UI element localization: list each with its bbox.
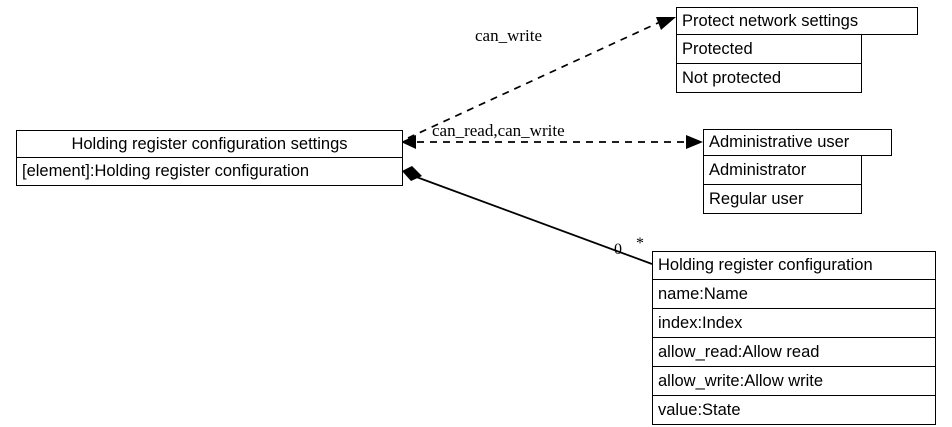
multiplicity-target: *	[636, 235, 644, 252]
edge-can-read-can-write	[401, 135, 703, 149]
class-title-administrative-user: Administrative user	[703, 129, 892, 156]
class-holding-register-configuration[interactable]: Holding register configuration name:Name…	[652, 251, 936, 425]
class-attribute-row: index:Index	[652, 309, 936, 338]
class-title-holding-register-configuration: Holding register configuration	[652, 251, 936, 280]
class-title-protect-network-settings: Protect network settings	[676, 7, 918, 35]
class-administrative-user[interactable]: Administrative user Administrator Regula…	[703, 129, 892, 214]
class-protect-network-settings[interactable]: Protect network settings Protected Not p…	[676, 7, 918, 93]
class-attribute-row: allow_write:Allow write	[652, 367, 936, 396]
edge-composition-line	[410, 174, 653, 265]
class-attribute-row: Protected	[676, 35, 862, 64]
composition-diamond-icon	[402, 166, 422, 181]
edge-can-read-can-write-source-arrowhead	[401, 135, 416, 149]
class-attribute-row: name:Name	[652, 280, 936, 309]
class-title-holding-register-configuration-settings: Holding register configuration settings	[16, 130, 403, 158]
class-holding-register-configuration-settings[interactable]: Holding register configuration settings …	[16, 130, 403, 186]
edge-composition	[402, 166, 653, 265]
edge-label-can-read-can-write: can_read,can_write	[432, 121, 565, 140]
edge-can-write-arrowhead	[656, 17, 676, 30]
class-attribute-row: Regular user	[703, 185, 862, 214]
edge-can-read-can-write-arrowhead	[686, 135, 703, 149]
class-attribute-row: allow_read:Allow read	[652, 338, 936, 367]
multiplicity-source: 0	[614, 241, 622, 258]
class-attribute-row: Administrator	[703, 156, 862, 185]
edge-label-can-write: can_write	[475, 26, 543, 45]
class-attribute-row: [element]:Holding register configuration	[16, 158, 403, 186]
class-attribute-row: value:State	[652, 396, 936, 425]
class-attribute-row: Not protected	[676, 64, 862, 93]
edge-can-write	[407, 17, 676, 139]
